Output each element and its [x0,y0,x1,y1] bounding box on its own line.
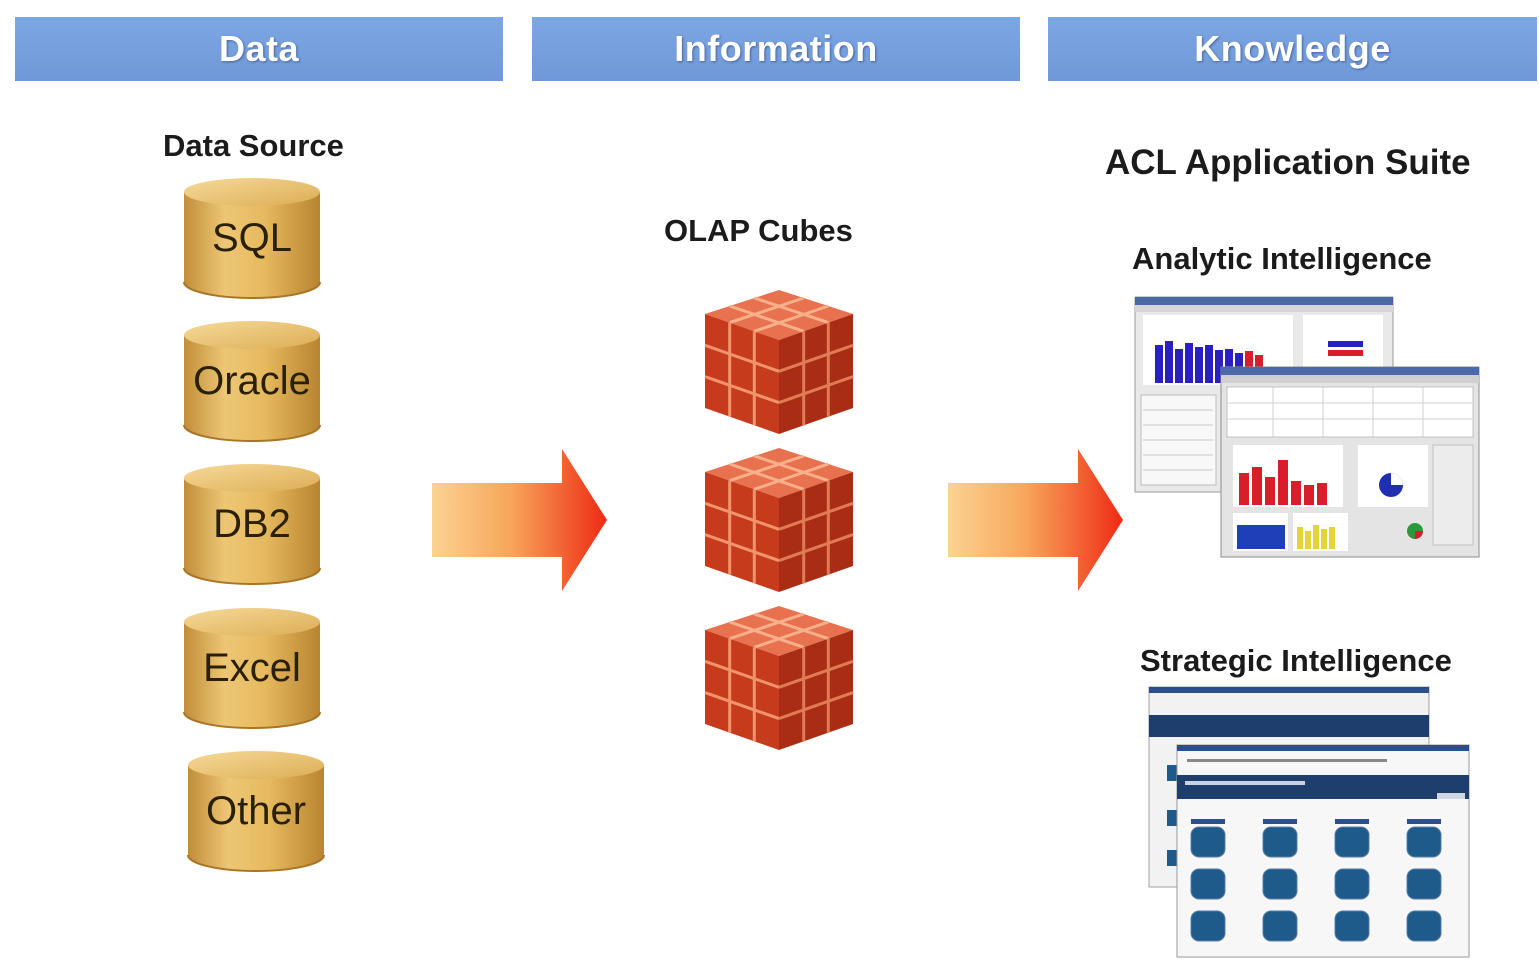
database-label: DB2 [213,502,291,546]
database-label: SQL [211,216,293,260]
arrow-right-icon [948,449,1123,591]
database-cylinder-sql: SQL [182,176,322,300]
database-label: Excel [203,646,301,690]
olap-cube-icon [703,288,855,436]
olap-cube-icon [703,604,855,752]
database-label: Other [205,789,307,833]
database-cylinder-other: Other [186,749,326,873]
data-source-title: Data Source [163,128,344,163]
database-cylinder-db2: DB2 [182,462,322,586]
strategic-portal-thumbnail [1148,686,1470,958]
header-data: Data [15,17,503,81]
arrow-right-icon [432,449,607,591]
analytic-dashboard-thumbnail [1134,296,1480,558]
acl-suite-title: ACL Application Suite [1105,143,1471,182]
header-knowledge: Knowledge [1048,17,1537,81]
header-information: Information [532,17,1020,81]
analytic-intelligence-title: Analytic Intelligence [1132,241,1432,276]
database-label: Oracle [193,359,311,403]
olap-cubes-title: OLAP Cubes [664,213,853,248]
database-cylinder-excel: Excel [182,606,322,730]
strategic-intelligence-title: Strategic Intelligence [1140,643,1452,678]
olap-cube-icon [703,446,855,594]
database-cylinder-oracle: Oracle [182,319,322,443]
